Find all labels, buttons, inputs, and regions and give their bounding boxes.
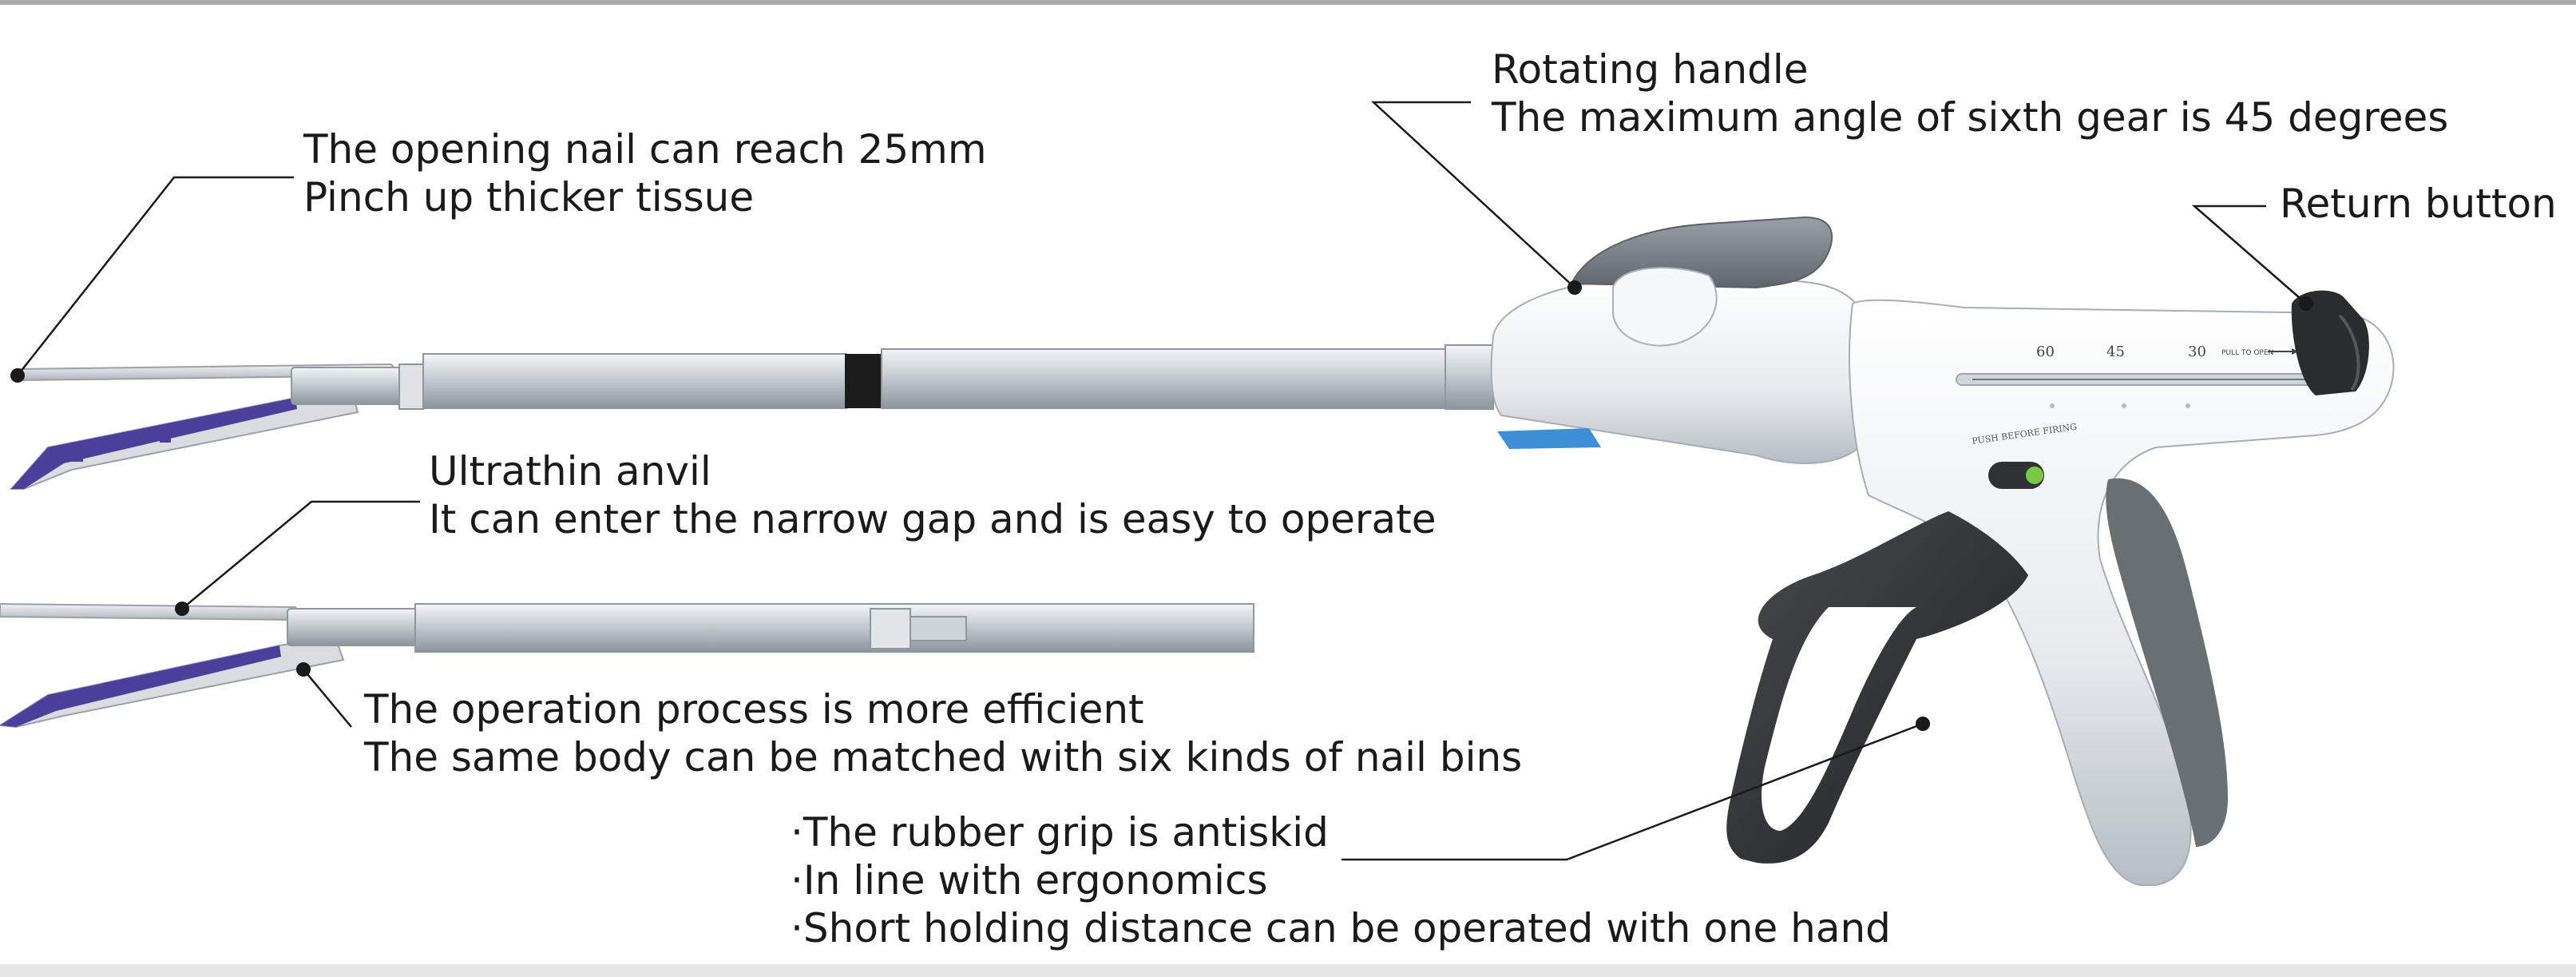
leader-dots — [10, 280, 2313, 731]
callout-rubber-grip: ·The rubber grip is antiskid ·In line wi… — [791, 808, 1891, 952]
callout-operation-process: The operation process is more efficient … — [364, 685, 1522, 781]
shaft-collar — [1445, 344, 1494, 410]
callout-line: ·Short holding distance can be operated … — [791, 905, 1891, 951]
handle-assembly: 60 45 30 PULL TO OPEN PUSH BEFORE FIRING — [1490, 216, 2395, 886]
callout-line: Rotating handle — [1492, 46, 1809, 93]
leader-dot — [1567, 280, 1582, 295]
reload-unit — [0, 602, 1254, 729]
indicator-dot — [2186, 403, 2190, 408]
leader-dot — [1916, 717, 1930, 731]
callout-line: Pinch up thicker tissue — [303, 174, 755, 220]
leader-dot — [2299, 296, 2313, 311]
bottom-border — [0, 964, 2576, 977]
return-button-highlight — [2338, 314, 2360, 391]
leader-dot — [296, 662, 311, 677]
trigger-grip[interactable] — [1726, 511, 2028, 864]
open-jaw-collar — [398, 363, 424, 410]
leader-opening-nail — [17, 176, 294, 376]
callout-opening-nail: The opening nail can reach 25mm Pinch up… — [303, 125, 987, 221]
callout-line: Return button — [2280, 181, 2557, 227]
ready-indicator — [2026, 467, 2043, 484]
open-jaw-instrument — [9, 344, 1494, 490]
callout-line: The same body can be matched with six ki… — [364, 734, 1523, 780]
reload-shaft-end — [870, 608, 911, 649]
callout-return-button: Return button — [2280, 180, 2557, 228]
reload-cartridge-purple — [0, 645, 281, 727]
rotating-knob-dome — [1612, 267, 1718, 347]
reload-cartridge-slot — [150, 677, 161, 684]
open-cartridge-slot — [160, 436, 171, 443]
open-cartridge-purple — [11, 398, 297, 489]
main-shaft — [881, 348, 1457, 409]
callout-line: Ultrathin anvil — [429, 448, 711, 494]
scale-label-45: 45 — [2106, 344, 2125, 360]
callout-rotating-handle: Rotating handle The maximum angle of six… — [1492, 46, 2448, 141]
scale-label-30: 30 — [2188, 344, 2206, 360]
grip-overmold — [2106, 478, 2228, 847]
leader-return-button — [2191, 205, 2307, 304]
open-cartridge-slot — [72, 455, 83, 462]
open-shaft — [422, 353, 847, 409]
indicator-dot — [2122, 403, 2126, 408]
release-tab[interactable] — [1497, 428, 1601, 449]
callout-line: The maximum angle of sixth gear is 45 de… — [1492, 94, 2449, 141]
reload-shaft-tip — [910, 616, 967, 641]
pull-arrow-head-icon — [2292, 348, 2298, 355]
top-border — [0, 0, 2576, 5]
callout-line: ·In line with ergonomics — [791, 857, 1268, 904]
leader-rubber-grip — [1342, 722, 1924, 861]
callout-line: ·The rubber grip is antiskid — [791, 809, 1329, 856]
leader-operation-process — [303, 669, 352, 728]
callout-line: The opening nail can reach 25mm — [303, 126, 987, 173]
reload-anvil — [0, 602, 302, 622]
leader-dot — [10, 368, 25, 383]
scale-label-pull: PULL TO OPEN — [2221, 349, 2273, 357]
shaft-black-band — [845, 354, 882, 408]
indicator-dot — [2050, 403, 2055, 408]
leader-rotating-handle — [1370, 101, 1575, 288]
reload-cartridge-slot — [56, 698, 67, 705]
leader-ultrathin-anvil — [181, 500, 420, 610]
return-button[interactable] — [2291, 290, 2369, 395]
leader-lines — [17, 101, 2307, 861]
reload-shaft — [414, 603, 1254, 653]
callout-line: It can enter the narrow gap and is easy … — [429, 496, 1437, 542]
reload-hinge — [287, 608, 424, 646]
scale-label-60: 60 — [2036, 344, 2055, 360]
callout-line: The operation process is more efficient — [364, 686, 1144, 733]
leader-dot — [175, 602, 189, 616]
callout-ultrathin-anvil: Ultrathin anvil It can enter the narrow … — [429, 447, 1437, 543]
